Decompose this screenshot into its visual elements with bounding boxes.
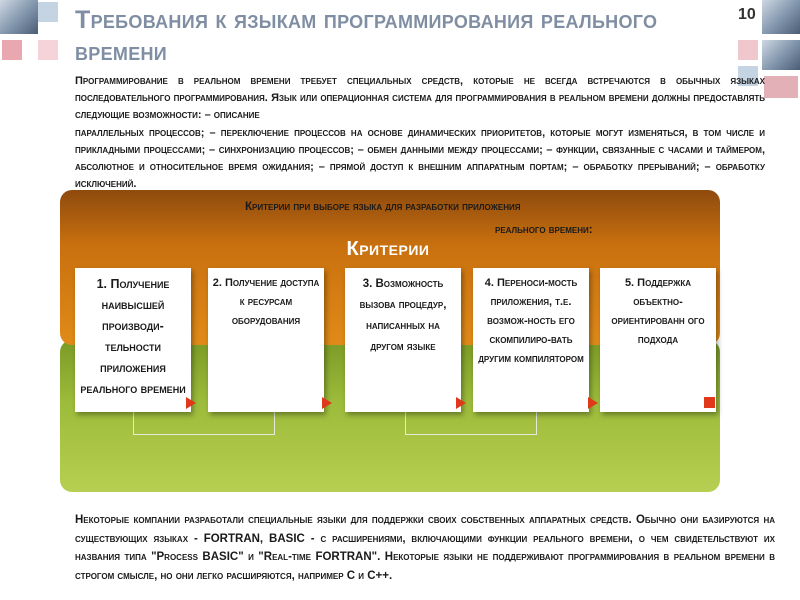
criterion-text: 3. Возможность вызова процедур, написанн… — [349, 274, 457, 358]
deco-square — [738, 40, 758, 60]
criteria-heading: Критерии при выборе языка для разработки… — [245, 196, 645, 242]
criterion-card-4: 4. Переноси-мость приложения, т.е. возмо… — [473, 268, 589, 412]
arrow-right-icon — [322, 397, 332, 409]
deco-square — [38, 40, 58, 60]
arrow-right-icon — [186, 397, 196, 409]
deco-square — [2, 40, 22, 60]
header-photo-right — [762, 0, 800, 34]
criterion-text: 1. Получение наивысшей производи-тельнос… — [79, 274, 187, 400]
diagram-label: Критерии — [318, 238, 458, 261]
footer-paragraph: Некоторые компании разработали специальн… — [75, 511, 775, 585]
criteria-heading-line-1: Критерии при выборе языка для разработки… — [245, 196, 645, 219]
criterion-text: 5. Поддержка объектно-ориентированн ого … — [604, 274, 712, 350]
stop-square-icon — [704, 397, 715, 408]
criterion-card-1: 1. Получение наивысшей производи-тельнос… — [75, 268, 191, 412]
intro-paragraph-2: параллельных процессов; – переключение п… — [75, 125, 765, 193]
connector-line — [133, 412, 275, 435]
deco-square — [764, 76, 798, 98]
slide-title: Требования к языкам программирования реа… — [75, 4, 735, 68]
arrow-right-icon — [456, 397, 466, 409]
criterion-text: 4. Переноси-мость приложения, т.е. возмо… — [477, 274, 585, 369]
criterion-text: 2. Получение доступа к ресурсам оборудов… — [212, 274, 320, 331]
header-photo-left — [0, 0, 38, 34]
deco-square — [38, 2, 58, 22]
page-number: 10 — [738, 6, 756, 24]
connector-line — [405, 412, 537, 435]
arrow-right-icon — [588, 397, 598, 409]
criterion-card-5: 5. Поддержка объектно-ориентированн ого … — [600, 268, 716, 412]
intro-paragraph-1: Программирование в реальном времени треб… — [75, 73, 765, 123]
criterion-card-2: 2. Получение доступа к ресурсам оборудов… — [208, 268, 324, 412]
header-photo-right-2 — [762, 40, 800, 70]
criterion-card-3: 3. Возможность вызова процедур, написанн… — [345, 268, 461, 412]
